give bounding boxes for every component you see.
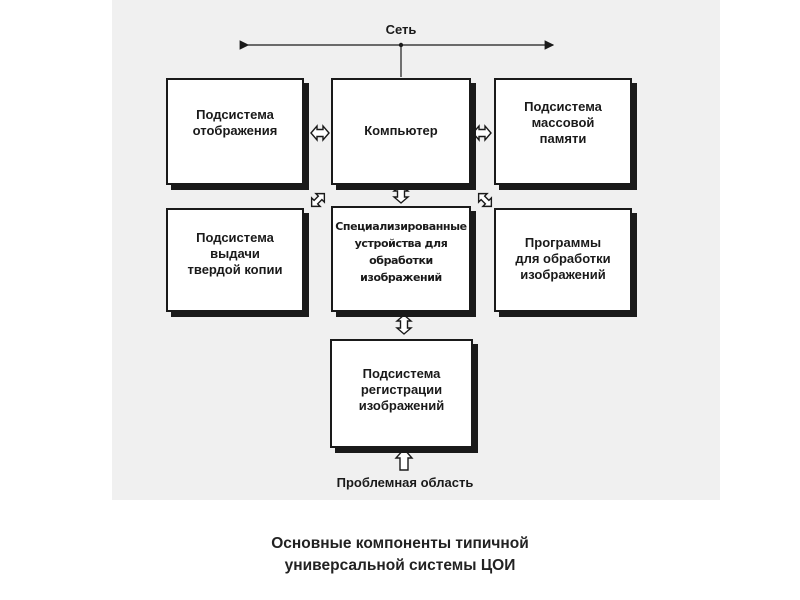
mass-storage-label: Подсистема массовой памяти [524, 99, 602, 146]
computer-devices-arrow [392, 184, 410, 204]
display-computer-arrow [310, 124, 330, 142]
figure-caption: Основные компоненты типичной универсальн… [271, 535, 529, 574]
special-devices-box: Специализированные устройства для обрабо… [331, 206, 471, 312]
computer-box: Компьютер [331, 78, 471, 185]
computer-storage-arrow [472, 124, 492, 142]
software-box: Программы для обработки изображений [494, 208, 632, 312]
display-subsystem-box: Подсистема отображения [166, 78, 304, 185]
problem-area-label: Проблемная область [336, 475, 474, 490]
problem-area-arrow [394, 447, 414, 471]
hardcopy-subsystem-box: Подсистема выдачи твердой копии [166, 208, 304, 312]
mass-storage-box: Подсистема массовой памяти [494, 78, 632, 185]
software-label: Программы для обработки изображений [515, 235, 611, 282]
special-devices-label: Специализированные устройства для обрабо… [335, 220, 467, 284]
acquisition-subsystem-label: Подсистема регистрации изображений [358, 366, 445, 413]
display-subsystem-label: Подсистема отображения [192, 107, 278, 138]
acquisition-subsystem-box: Подсистема регистрации изображений [330, 339, 473, 448]
hardcopy-computer-arrow [310, 192, 326, 208]
computer-software-arrow [477, 192, 493, 208]
network-junction-dot [398, 42, 404, 48]
network-label: Сеть [385, 22, 417, 37]
devices-acquisition-arrow [395, 314, 413, 335]
hardcopy-subsystem-label: Подсистема выдачи твердой копии [187, 230, 283, 277]
computer-label: Компьютер [364, 123, 438, 138]
